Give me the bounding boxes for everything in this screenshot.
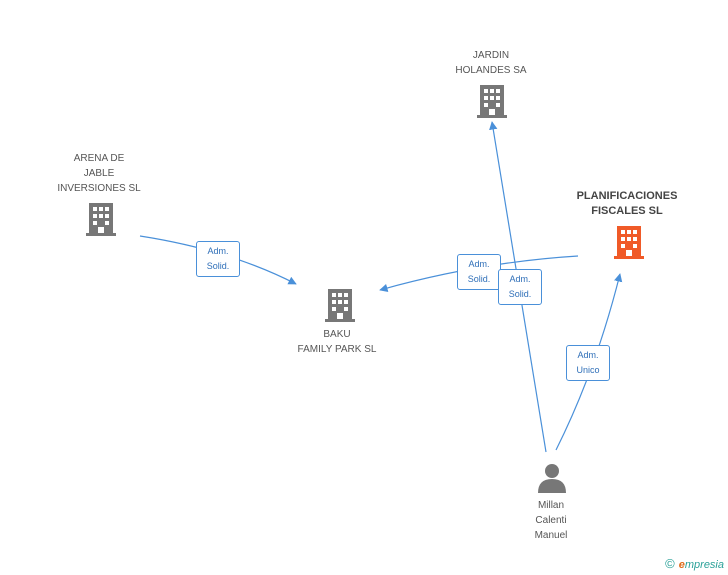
arena-building-icon [86, 203, 116, 236]
baku-label[interactable]: BAKU FAMILY PARK SL [297, 329, 377, 355]
baku-building-icon [325, 289, 355, 322]
millan-label[interactable]: Millan Calenti Manuel [534, 500, 568, 541]
arena-label[interactable]: ARENA DE JABLE INVERSIONES SL [57, 153, 141, 194]
brand-first-letter: e [678, 559, 685, 571]
edge-label-arena-baku: Adm. Solid. [196, 241, 240, 277]
jardin-building-icon [477, 85, 507, 118]
millan-person-icon [538, 464, 566, 493]
edge-label-millan-jardin: Adm. Solid. [498, 269, 542, 305]
brand-logo: ©empresia [665, 556, 724, 571]
planificaciones-label[interactable]: PLANIFICACIONES FISCALES SL [576, 190, 678, 217]
planificaciones-building-icon [614, 226, 644, 259]
copyright-symbol: © [665, 556, 675, 571]
jardin-label[interactable]: JARDIN HOLANDES SA [455, 50, 527, 76]
edge-label-millan-planificaciones: Adm. Unico [566, 345, 610, 381]
brand-name: mpresia [684, 559, 724, 571]
edge-label-planificaciones-baku: Adm. Solid. [457, 254, 501, 290]
